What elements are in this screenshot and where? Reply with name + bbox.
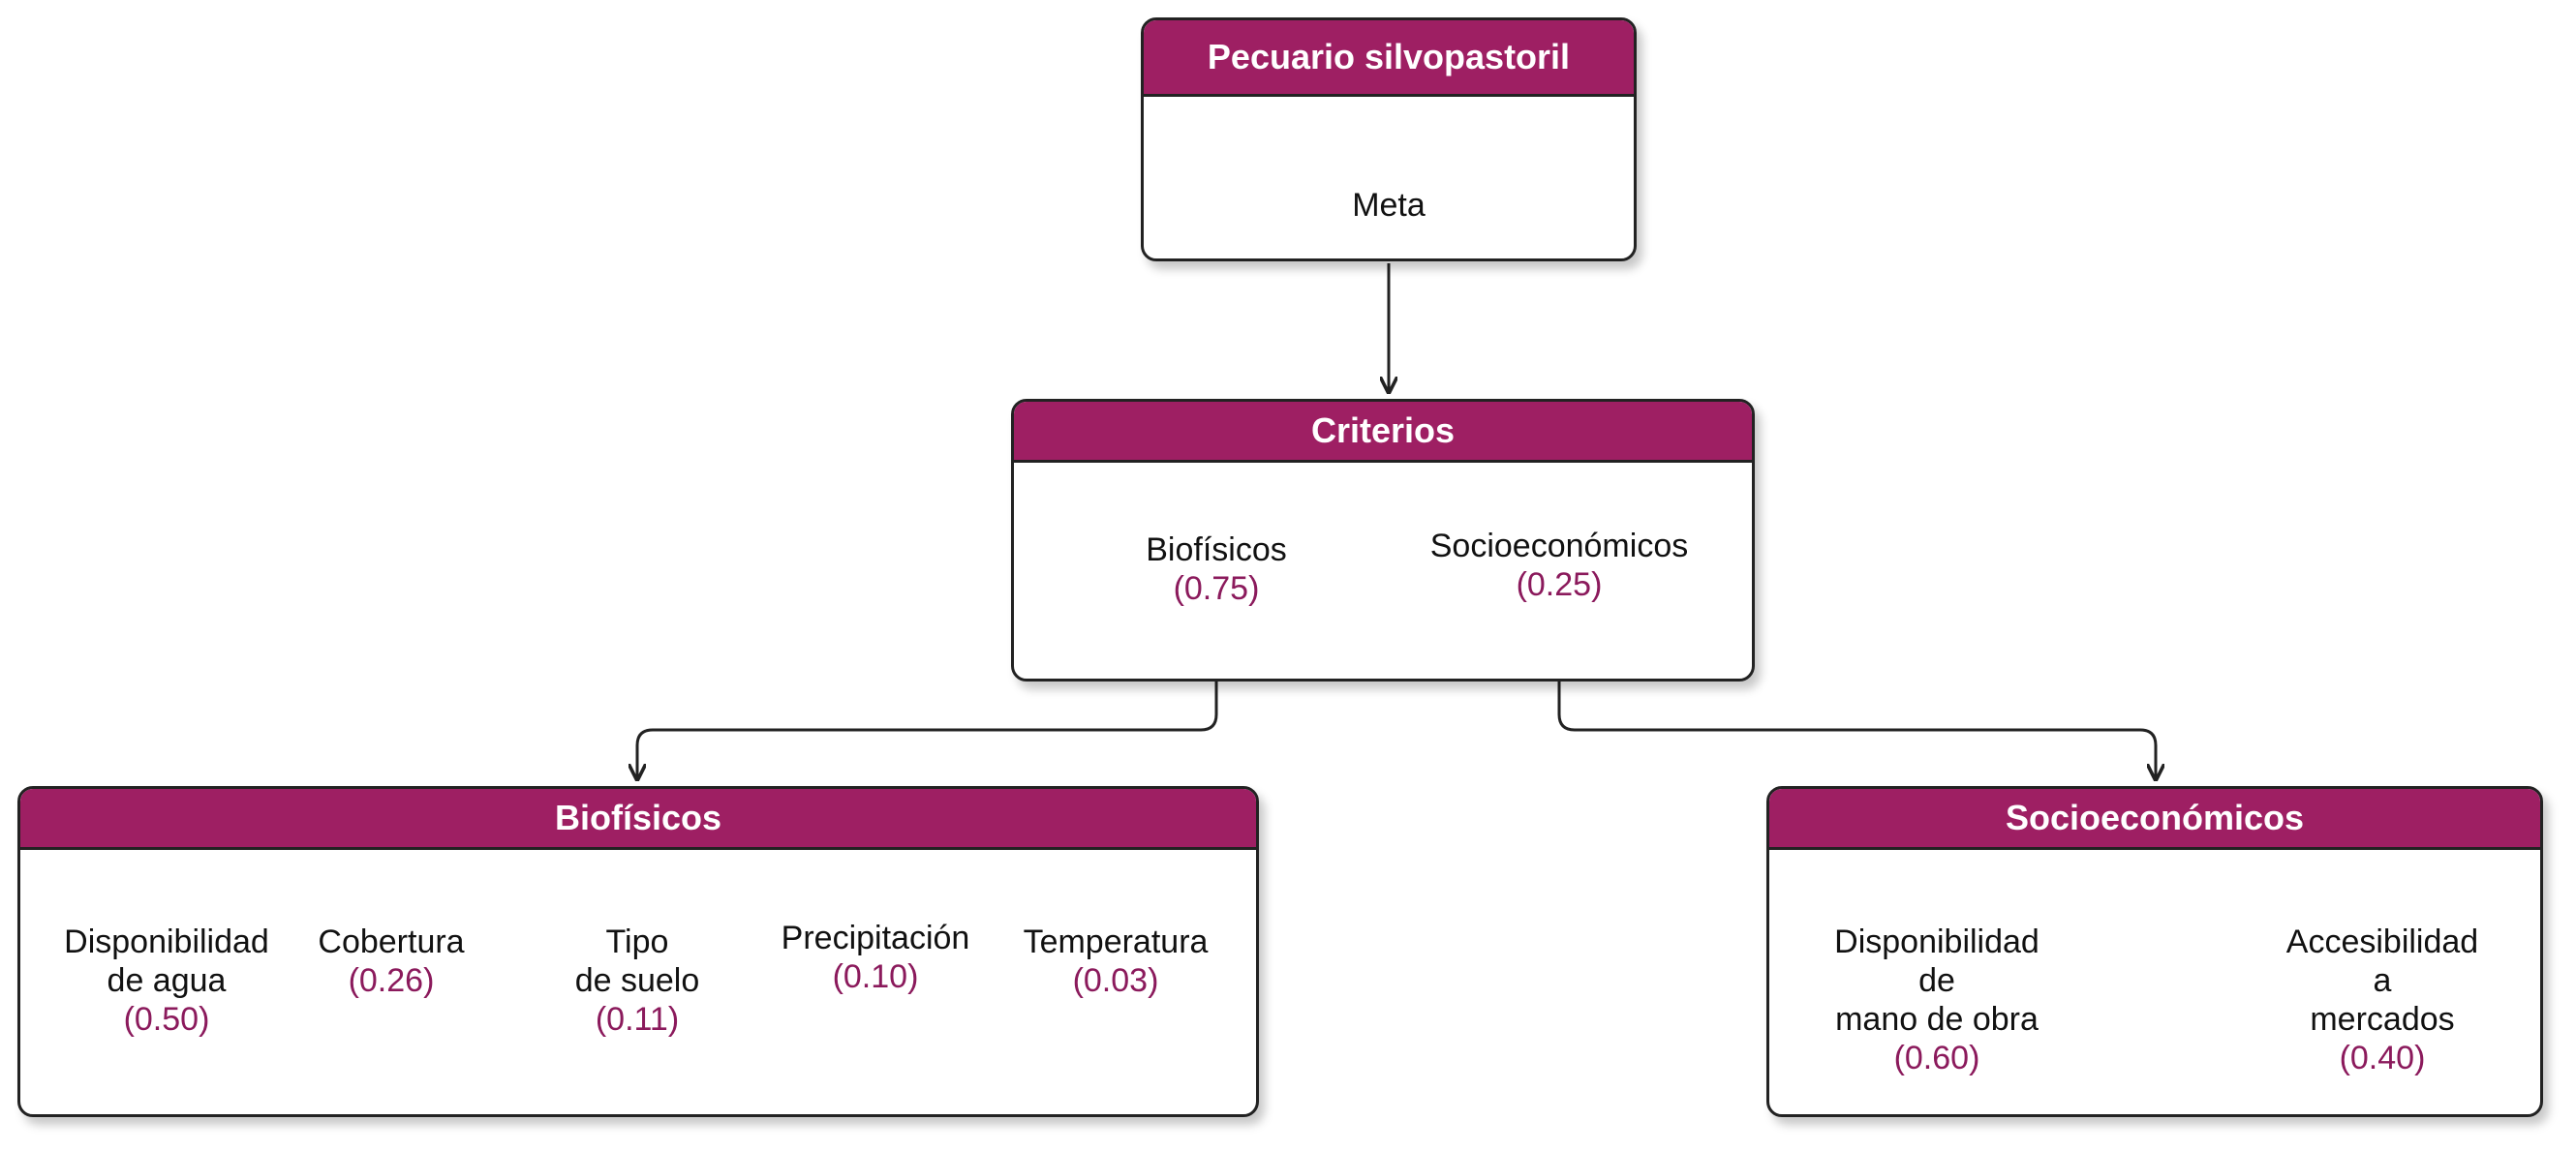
biophysical-item-weight: (0.11) [595,1001,680,1038]
biophysical-box-title: Biofísicos [20,789,1256,850]
biophysical-box: Biofísicos [17,786,1259,1117]
criteria-item-socioeconomicos: Socioeconómicos (0.25) [1404,527,1714,604]
biophysical-item-temperatura: Temperatura (0.03) [961,923,1271,1000]
criteria-item-label: Biofísicos [1146,531,1287,568]
biophysical-item-precipitacion: Precipitación (0.10) [721,919,1030,996]
socioeconomic-box-title: Socioeconómicos [1769,789,2540,850]
biophysical-item-weight: (0.26) [348,962,435,999]
biophysical-item-suelo: Tipo de suelo (0.11) [482,923,792,1039]
goal-item-label: Meta [1352,187,1426,224]
socioeconomic-item-label: Disponibilidad de mano de obra [1834,924,2039,1038]
biophysical-item-weight: (0.03) [1072,962,1159,999]
socioeconomic-item-weight: (0.40) [2339,1040,2426,1076]
biophysical-item-agua: Disponibilidad de agua (0.50) [12,923,322,1039]
goal-box: Pecuario silvopastoril [1141,17,1637,261]
biophysical-item-weight: (0.50) [123,1001,210,1038]
criteria-box-title: Criterios [1014,402,1752,463]
criteria-item-weight: (0.75) [1173,570,1260,607]
biophysical-item-label: Cobertura [318,924,465,960]
socioeconomic-item-mano-de-obra: Disponibilidad de mano de obra (0.60) [1782,923,2092,1077]
biophysical-item-label: Disponibilidad de agua [64,924,269,999]
socioeconomic-item-mercados: Accesibilidad a mercados (0.40) [2227,923,2537,1077]
biophysical-item-label: Temperatura [1023,924,1209,960]
criteria-box: Criterios [1011,399,1755,682]
socioeconomic-item-label: Accesibilidad a mercados [2285,924,2479,1038]
biophysical-item-weight: (0.10) [832,958,919,995]
criteria-item-weight: (0.25) [1516,566,1603,603]
socioeconomic-box: Socioeconómicos [1766,786,2543,1117]
goal-item-meta: Meta [1234,186,1544,225]
criteria-item-biofisicos: Biofísicos (0.75) [1061,530,1371,608]
biophysical-item-cobertura: Cobertura (0.26) [236,923,546,1000]
socioeconomic-item-weight: (0.60) [1893,1040,1980,1076]
criteria-item-label: Socioeconómicos [1429,528,1689,564]
biophysical-item-label: Tipo de suelo [574,924,700,999]
biophysical-item-label: Precipitación [781,920,970,956]
goal-box-title: Pecuario silvopastoril [1144,20,1634,97]
